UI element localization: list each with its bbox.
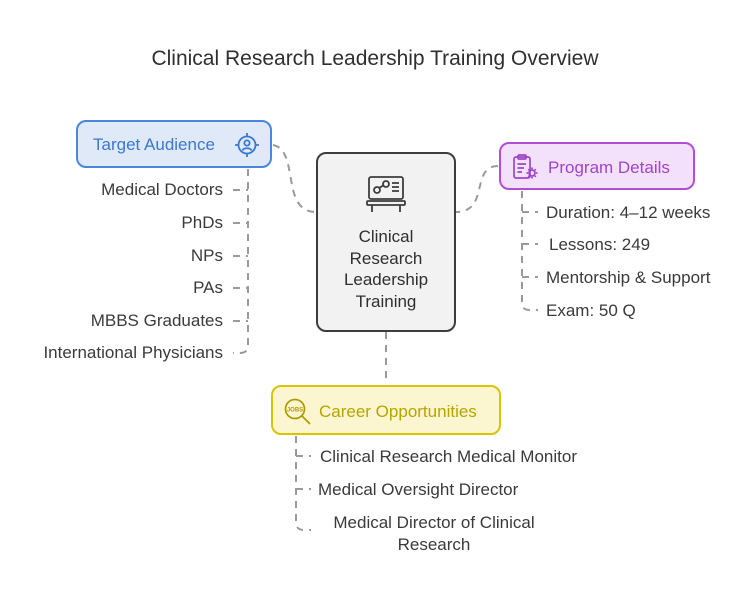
career-opportunities-item: Medical Oversight Director	[318, 480, 519, 499]
target-audience-item: Medical Doctors	[101, 180, 223, 199]
center-label-line-2: Research	[349, 248, 423, 268]
program-details-item: Exam: 50 Q	[546, 301, 636, 320]
program-details-label: Program Details	[548, 158, 670, 177]
target-audience-label: Target Audience	[93, 135, 215, 154]
program-details-item: Duration: 4–12 weeks	[546, 203, 711, 222]
target-audience-item: PhDs	[181, 213, 223, 232]
center-label-line-4: Training	[355, 291, 417, 311]
svg-text:JOBS: JOBS	[287, 408, 303, 414]
target-person-icon	[235, 133, 259, 157]
center-label-line-3: Leadership	[343, 270, 429, 289]
career-opportunities-item: Medical Director of Clinical Research	[333, 513, 535, 554]
program-details-item: Lessons: 249	[549, 235, 651, 254]
presentation-board-icon	[366, 176, 406, 212]
career-opportunities-item: Clinical Research Medical Monitor	[320, 447, 577, 466]
target-audience-node: Target Audience	[76, 120, 272, 168]
target-audience-item: NPs	[190, 246, 223, 265]
center-node: Clinical Research Leadership Training	[316, 152, 456, 332]
center-label-line-1: Clinical	[358, 227, 414, 246]
target-audience-item: MBBS Graduates	[90, 311, 223, 330]
program-details-item: Mentorship & Support	[546, 268, 711, 287]
career-opportunities-label: Career Opportunities	[319, 402, 477, 421]
program-details-node: Program Details	[499, 142, 695, 190]
target-audience-item: International Physicians	[43, 343, 223, 362]
career-opportunities-node: JOBS Career Opportunities	[271, 385, 501, 435]
diagram-title: Clinical Research Leadership Training Ov…	[151, 47, 599, 70]
jobs-search-icon: JOBS	[284, 398, 311, 425]
target-audience-item: PAs	[193, 278, 223, 297]
clipboard-gear-icon	[513, 154, 538, 179]
